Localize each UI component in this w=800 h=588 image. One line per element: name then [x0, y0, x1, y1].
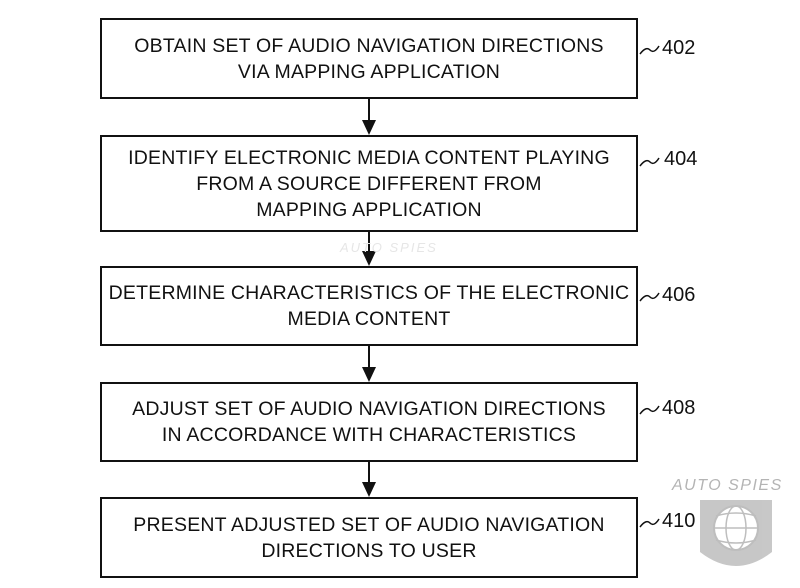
ref-label-404: 404: [664, 148, 698, 170]
step-text-404: IDENTIFY ELECTRONIC MEDIA CONTENT PLAYIN…: [128, 146, 610, 221]
watermark-bottom-text: AUTO SPIES: [672, 477, 783, 494]
step-text-410: PRESENT ADJUSTED SET OF AUDIO NAVIGATION…: [133, 513, 605, 562]
ref-leader-line-404: [639, 157, 660, 167]
ref-label-408: 408: [662, 397, 696, 419]
watermark-globe-icon: [700, 500, 772, 566]
ref-label-410: 410: [662, 510, 696, 532]
flow-arrow: [362, 99, 376, 135]
ref-leader-line-408: [639, 405, 660, 415]
ref-label-402: 402: [662, 37, 696, 59]
flow-arrow: [362, 462, 376, 497]
step-box-408: ADJUST SET OF AUDIO NAVIGATION DIRECTION…: [100, 382, 638, 462]
flow-arrow: [362, 346, 376, 382]
ref-leader-line-402: [639, 45, 660, 55]
flow-arrow: [362, 232, 376, 266]
step-text-406: DETERMINE CHARACTERISTICS OF THE ELECTRO…: [108, 282, 630, 330]
ref-leader-line-406: [639, 292, 660, 302]
step-box-406: DETERMINE CHARACTERISTICS OF THE ELECTRO…: [100, 266, 638, 346]
step-box-402: OBTAIN SET OF AUDIO NAVIGATION DIRECTION…: [100, 18, 638, 99]
step-box-410: PRESENT ADJUSTED SET OF AUDIO NAVIGATION…: [100, 497, 638, 578]
ref-leader-line-410: [639, 518, 660, 528]
step-text-408: ADJUST SET OF AUDIO NAVIGATION DIRECTION…: [132, 398, 606, 446]
watermark-center-text: AUTO SPIES: [340, 240, 438, 255]
step-box-404: IDENTIFY ELECTRONIC MEDIA CONTENT PLAYIN…: [100, 135, 638, 232]
step-text-402: OBTAIN SET OF AUDIO NAVIGATION DIRECTION…: [134, 34, 604, 83]
ref-label-406: 406: [662, 284, 696, 306]
